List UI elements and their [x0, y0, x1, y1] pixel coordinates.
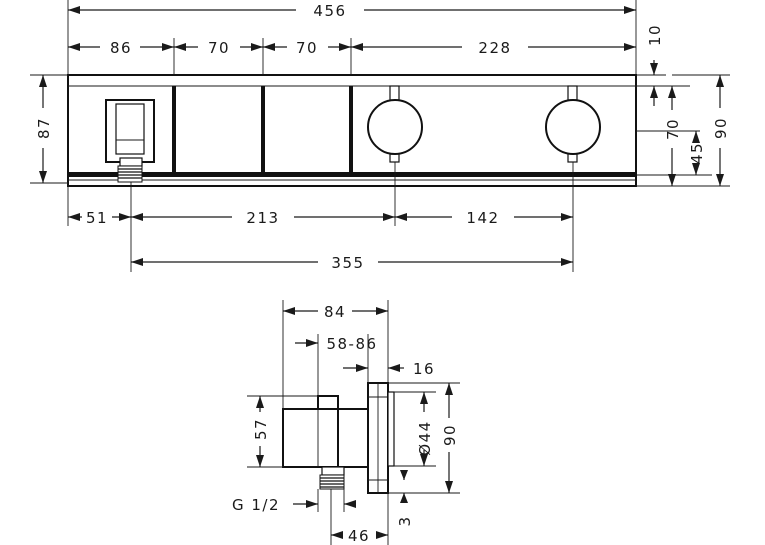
- dim-row-segments: 86 70 70 228: [68, 38, 636, 75]
- label-142: 142: [466, 209, 499, 227]
- label-355: 355: [331, 254, 364, 272]
- right-knob: [545, 85, 601, 163]
- dim-90-side: 90: [388, 382, 460, 494]
- separator-1: [172, 86, 176, 172]
- label-70-a: 70: [208, 39, 230, 57]
- dim-58-86: 58-86: [295, 334, 377, 396]
- dim-10: 10: [636, 24, 666, 76]
- dim-87: 87: [30, 74, 68, 184]
- side-knob: [387, 391, 395, 467]
- dim-diam-44: Ø44: [394, 391, 436, 467]
- side-view: 84 58-86 16 57: [232, 300, 460, 545]
- hose-connector: [117, 165, 143, 183]
- dim-57: 57: [247, 395, 318, 468]
- front-view: 456 86 70 70: [30, 0, 730, 272]
- separator-2: [261, 86, 265, 172]
- label-87: 87: [35, 117, 53, 139]
- side-body-upper: [317, 395, 339, 410]
- label-45: 45: [688, 142, 706, 164]
- label-3: 3: [396, 515, 414, 526]
- side-body: [282, 408, 346, 468]
- dim-3: 3: [396, 470, 414, 527]
- label-diam-44: Ø44: [416, 420, 434, 455]
- dim-46: 46: [330, 489, 389, 545]
- front-plate-bottom-rail: [68, 172, 636, 177]
- label-51: 51: [86, 209, 108, 227]
- label-70-side: 70: [664, 118, 682, 140]
- label-228: 228: [478, 39, 511, 57]
- dim-16: 16: [343, 360, 435, 378]
- label-10: 10: [646, 24, 664, 46]
- dim-bottom-row: 51 213 142 355: [67, 162, 574, 272]
- thread-connector: [319, 466, 345, 490]
- dim-thread: G 1/2: [232, 489, 356, 514]
- label-70-b: 70: [296, 39, 318, 57]
- shower-holder: [105, 99, 155, 183]
- label-86: 86: [110, 39, 132, 57]
- label-57: 57: [252, 418, 270, 440]
- side-body-neck: [337, 408, 369, 468]
- dim-84: 84: [282, 300, 389, 409]
- label-90-front: 90: [712, 117, 730, 139]
- label-46: 46: [348, 527, 370, 545]
- label-58-86: 58-86: [326, 335, 377, 353]
- separator-3: [349, 86, 353, 172]
- label-456: 456: [313, 2, 346, 20]
- dim-overall-456: 456: [67, 0, 637, 75]
- label-thread: G 1/2: [232, 496, 280, 514]
- left-knob: [367, 85, 423, 163]
- label-16: 16: [413, 360, 435, 378]
- label-84: 84: [324, 303, 346, 321]
- label-90-side: 90: [441, 424, 459, 446]
- label-213: 213: [246, 209, 279, 227]
- dim-right-stack: 70 45 90: [636, 74, 730, 187]
